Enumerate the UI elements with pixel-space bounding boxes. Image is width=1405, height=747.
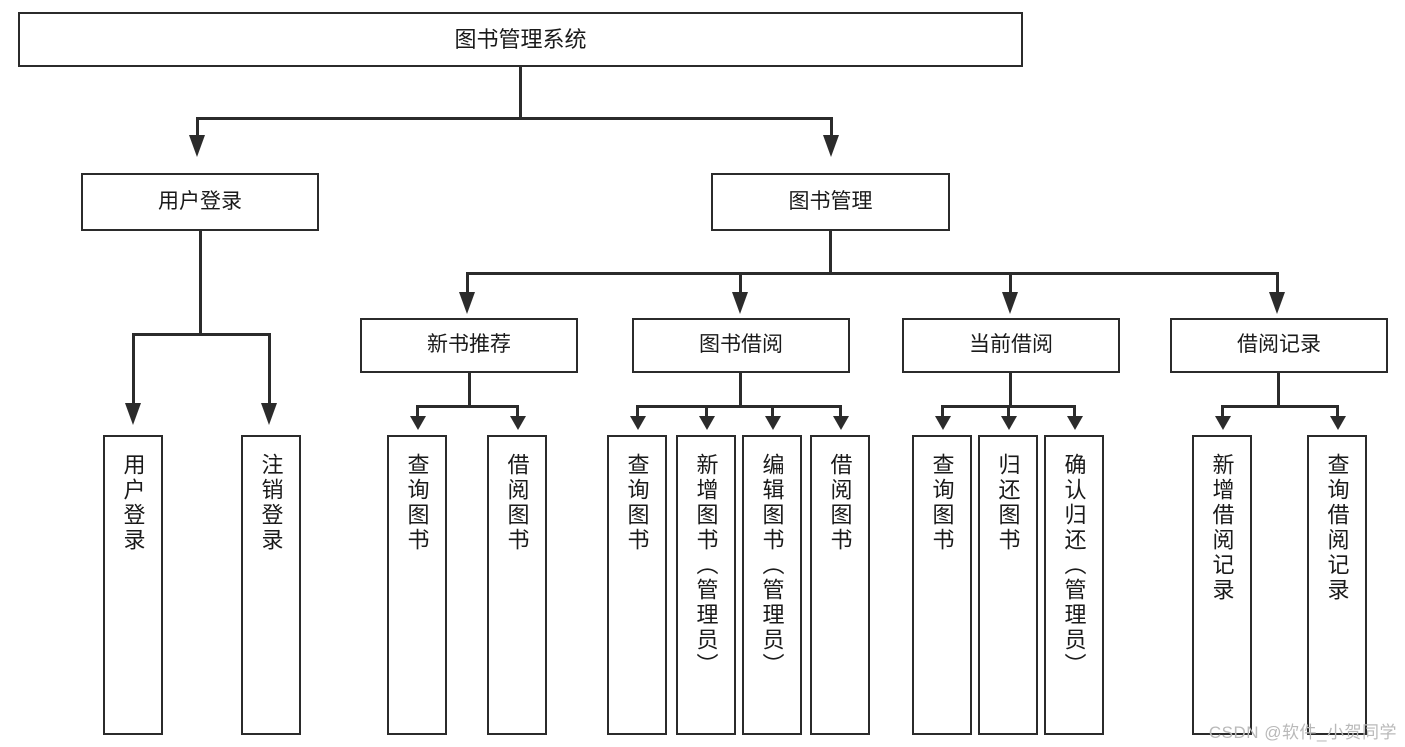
node-leaf-cb-confirm-return-admin[interactable]: 确认归还（管理员）: [1044, 435, 1104, 735]
connector-cb-drop-1: [941, 405, 944, 417]
connector-root-drop-left: [196, 117, 199, 137]
arrow-to-nbr-leaf-1: [410, 416, 426, 430]
connector-cb-drop-3: [1073, 405, 1076, 417]
node-label: 查询图书: [624, 453, 650, 553]
node-label: 查询图书: [929, 453, 955, 553]
arrow-to-cb-leaf-3: [1067, 416, 1083, 430]
arrow-to-new-book-recommend: [459, 292, 475, 314]
connector-bm-drop-3: [1009, 272, 1012, 294]
connector-book-management-bus: [466, 272, 1278, 275]
connector-user-login-drop-2: [268, 333, 271, 405]
connector-bb-drop-1: [636, 405, 639, 417]
node-label: 用户登录: [158, 189, 242, 213]
node-label: 归还图书: [995, 453, 1021, 553]
arrow-to-br-leaf-1: [1215, 416, 1231, 430]
arrow-to-user-login: [189, 135, 205, 157]
node-label: 注销登录: [258, 453, 284, 553]
connector-bb-bus: [636, 405, 842, 408]
arrow-to-user-login-leaf: [125, 403, 141, 425]
connector-user-login-bus: [132, 333, 271, 336]
connector-bb-drop-2: [705, 405, 708, 417]
node-label: 确认归还（管理员）: [1061, 453, 1087, 678]
node-label: 图书借阅: [699, 333, 783, 357]
node-leaf-bb-borrow-book[interactable]: 借阅图书: [810, 435, 870, 735]
node-book-management[interactable]: 图书管理: [711, 173, 950, 231]
arrow-to-book-management: [823, 135, 839, 157]
connector-br-drop-1: [1221, 405, 1224, 417]
connector-br-stem: [1277, 373, 1280, 407]
node-label: 借阅记录: [1237, 333, 1321, 357]
node-borrow-record[interactable]: 借阅记录: [1170, 318, 1388, 373]
arrow-to-bb-leaf-4: [833, 416, 849, 430]
connector-cb-drop-2: [1007, 405, 1010, 417]
connector-br-drop-2: [1336, 405, 1339, 417]
node-label: 当前借阅: [969, 333, 1053, 357]
node-leaf-nbr-query-book[interactable]: 查询图书: [387, 435, 447, 735]
arrow-to-bb-leaf-3: [765, 416, 781, 430]
connector-bm-drop-2: [739, 272, 742, 294]
node-leaf-cb-query-book[interactable]: 查询图书: [912, 435, 972, 735]
connector-bb-drop-4: [839, 405, 842, 417]
node-label: 新书推荐: [427, 333, 511, 357]
node-leaf-br-add-record[interactable]: 新增借阅记录: [1192, 435, 1252, 735]
connector-nbr-drop-2: [516, 405, 519, 417]
arrow-to-bb-leaf-1: [630, 416, 646, 430]
node-leaf-bb-query-book[interactable]: 查询图书: [607, 435, 667, 735]
connector-root-stem: [519, 67, 522, 119]
node-leaf-bb-edit-book-admin[interactable]: 编辑图书（管理员）: [742, 435, 802, 735]
node-leaf-logout[interactable]: 注销登录: [241, 435, 301, 735]
node-label: 新增图书（管理员）: [693, 453, 719, 678]
node-leaf-cb-return-book[interactable]: 归还图书: [978, 435, 1038, 735]
node-current-borrow[interactable]: 当前借阅: [902, 318, 1120, 373]
arrow-to-borrow-record: [1269, 292, 1285, 314]
arrow-to-logout-leaf: [261, 403, 277, 425]
connector-root-bus: [196, 117, 833, 120]
node-label: 图书管理系统: [454, 26, 587, 52]
node-new-book-recommend[interactable]: 新书推荐: [360, 318, 578, 373]
connector-root-drop-right: [830, 117, 833, 137]
node-book-borrow[interactable]: 图书借阅: [632, 318, 850, 373]
node-label: 新增借阅记录: [1209, 453, 1235, 603]
arrow-to-book-borrow: [732, 292, 748, 314]
node-label: 借阅图书: [827, 453, 853, 553]
connector-cb-stem: [1009, 373, 1012, 407]
connector-nbr-drop-1: [416, 405, 419, 417]
connector-bm-drop-4: [1276, 272, 1279, 294]
arrow-to-br-leaf-2: [1330, 416, 1346, 430]
node-label: 用户登录: [120, 453, 146, 553]
node-user-login[interactable]: 用户登录: [81, 173, 319, 231]
node-label: 借阅图书: [504, 453, 530, 553]
connector-nbr-bus: [416, 405, 519, 408]
node-label: 图书管理: [788, 189, 873, 213]
node-leaf-br-query-record[interactable]: 查询借阅记录: [1307, 435, 1367, 735]
node-leaf-user-login[interactable]: 用户登录: [103, 435, 163, 735]
arrow-to-nbr-leaf-2: [510, 416, 526, 430]
node-leaf-nbr-borrow-book[interactable]: 借阅图书: [487, 435, 547, 735]
arrow-to-current-borrow: [1002, 292, 1018, 314]
connector-book-management-stem: [829, 231, 832, 274]
node-leaf-bb-add-book-admin[interactable]: 新增图书（管理员）: [676, 435, 736, 735]
node-label: 编辑图书（管理员）: [759, 453, 785, 678]
node-label: 查询借阅记录: [1324, 453, 1350, 603]
connector-nbr-stem: [468, 373, 471, 407]
connector-br-bus: [1221, 405, 1339, 408]
node-root-library-system[interactable]: 图书管理系统: [18, 12, 1023, 67]
connector-bm-drop-1: [466, 272, 469, 294]
arrow-to-cb-leaf-1: [935, 416, 951, 430]
connector-user-login-stem: [199, 231, 202, 335]
connector-bb-stem: [739, 373, 742, 407]
connector-user-login-drop-1: [132, 333, 135, 405]
arrow-to-bb-leaf-2: [699, 416, 715, 430]
arrow-to-cb-leaf-2: [1001, 416, 1017, 430]
connector-bb-drop-3: [771, 405, 774, 417]
node-label: 查询图书: [404, 453, 430, 553]
